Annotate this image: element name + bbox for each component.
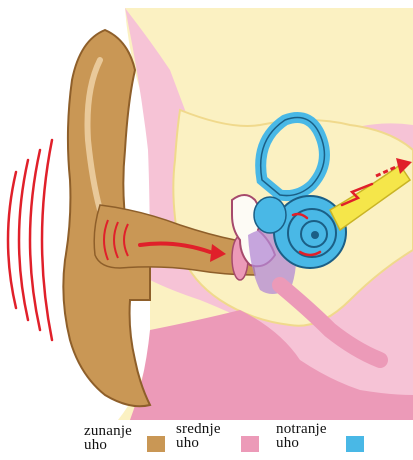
legend-swatch-middle-ear <box>241 436 259 452</box>
legend-swatch-inner-ear <box>346 436 364 452</box>
legend-swatch-outer-ear <box>147 436 165 452</box>
ear-illustration <box>0 0 413 420</box>
vestibule <box>254 197 286 233</box>
incoming-sound-waves <box>8 140 52 340</box>
